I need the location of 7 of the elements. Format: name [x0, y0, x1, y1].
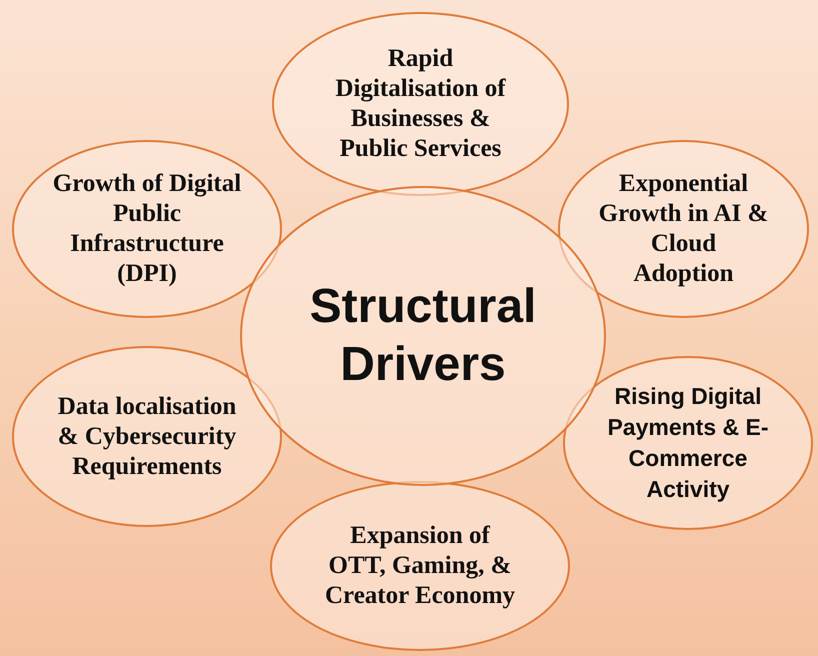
- center-title: Structural Drivers: [308, 279, 538, 393]
- driver-label: Rising Digital Payments & E-Commerce Activity: [606, 382, 770, 504]
- driver-label: Rapid Digitalisation of Businesses & Public Services: [334, 44, 507, 164]
- driver-label: Expansion of OTT, Gaming, & Creator Economy: [325, 521, 515, 611]
- driver-label: Exponential Growth in AI & Cloud Adoption: [598, 169, 768, 289]
- driver-label: Data localisation & Cybersecurity Requirements: [56, 392, 238, 482]
- driver-label: Growth of Digital Public Infrastructure (DPI): [52, 169, 242, 289]
